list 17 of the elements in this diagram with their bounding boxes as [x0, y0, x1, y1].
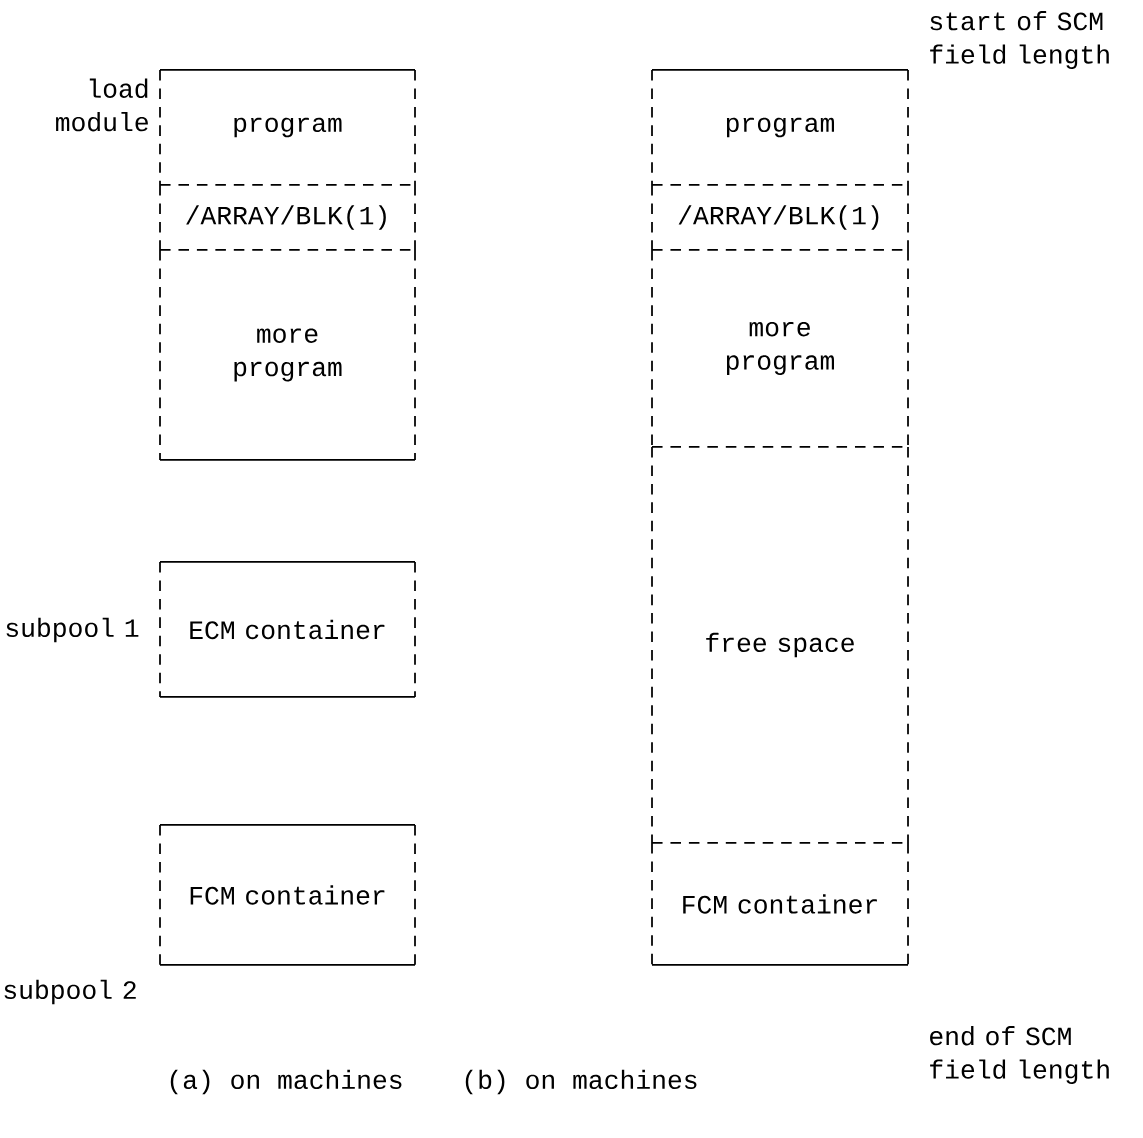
memory-segment: program — [651, 69, 909, 186]
side-label: subpool 1 — [6, 617, 139, 643]
memory-segment: free space — [651, 446, 909, 844]
caption: (a) on machines — [170, 1069, 402, 1095]
memory-segment: more program — [651, 249, 909, 448]
side-label: load module — [56, 78, 148, 132]
side-label: subpool 2 — [4, 979, 136, 1005]
memory-segment: /ARRAY/BLK(1) — [651, 184, 909, 251]
side-label: start of SCM field length — [930, 11, 1109, 69]
memory-segment: FCM container — [159, 824, 416, 966]
memory-segment: ECM container — [159, 561, 416, 698]
memory-segment: /ARRAY/BLK(1) — [159, 184, 416, 251]
memory-segment: FCM container — [651, 842, 909, 966]
caption: (b) on machines — [465, 1069, 697, 1095]
memory-segment: program — [159, 69, 416, 186]
memory-segment: more program — [159, 249, 416, 461]
side-label: end of SCM field length — [930, 1026, 1109, 1084]
